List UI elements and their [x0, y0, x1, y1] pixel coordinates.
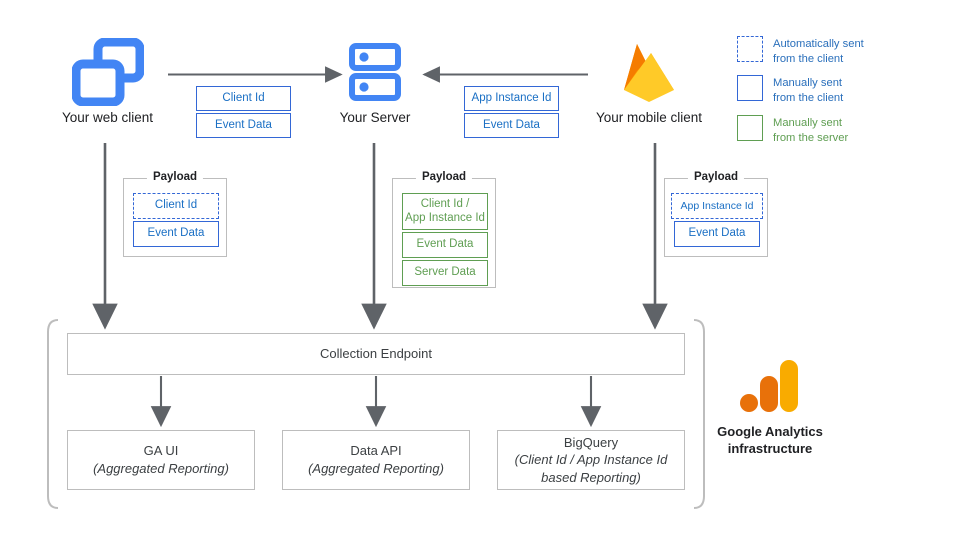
bracket-right [693, 319, 705, 509]
payload-server: Payload Client Id / App Instance Id Even… [392, 171, 496, 288]
output-subtitle: (Aggregated Reporting) [308, 461, 444, 476]
web-client-label: Your web client [61, 110, 154, 125]
ga-caption-line1: Google Analytics [717, 424, 823, 439]
payload-item-event-data: Event Data [402, 232, 488, 258]
output-title: BigQuery [563, 434, 619, 450]
output-box-bigquery: BigQuery (Client Id / App Instance Id ba… [497, 430, 685, 490]
payload-item-server-data: Server Data [402, 260, 488, 286]
collection-endpoint-box: Collection Endpoint [67, 333, 685, 375]
chip-web-event-data: Event Data [196, 113, 291, 138]
legend-item-automatic-client: Automatically sent from the client [737, 36, 864, 67]
legend-label-line1: Automatically sent [773, 38, 864, 50]
legend-item-manual-client: Manually sent from the client [737, 75, 843, 106]
legend-label-line1: Manually sent [773, 117, 843, 129]
payload-item-line2: App Instance Id [405, 211, 485, 224]
chip-web-client-id: Client Id [196, 86, 291, 111]
payload-title: Payload [415, 171, 473, 183]
payload-item-event-data: Event Data [133, 221, 219, 247]
payload-item-client-id: Client Id [133, 193, 219, 219]
google-analytics-logo-icon [740, 360, 798, 412]
legend-label-line2: from the client [773, 52, 844, 65]
bracket-left [47, 319, 59, 509]
output-subtitle: (Aggregated Reporting) [93, 461, 229, 476]
payload-title: Payload [687, 171, 745, 183]
legend-swatch-solid-green [737, 115, 763, 141]
output-subtitle-line1: (Client Id / App Instance Id [514, 452, 668, 468]
ga-caption-line2: infrastructure [727, 440, 813, 456]
legend-label-line2: from the client [773, 91, 844, 104]
firebase-flame-icon [624, 44, 674, 102]
payload-item-line1: Client Id / [420, 198, 470, 211]
collection-endpoint-label: Collection Endpoint [319, 346, 433, 362]
chip-mobile-event-data: Event Data [464, 113, 559, 138]
chip-mobile-app-instance-id: App Instance Id [464, 86, 559, 111]
payload-item-event-data: Event Data [674, 221, 760, 247]
output-subtitle-line2: based Reporting) [541, 469, 641, 485]
output-box-data-api: Data API (Aggregated Reporting) [282, 430, 470, 490]
payload-mobile-client: Payload App Instance Id Event Data [664, 171, 768, 257]
legend-label-line2: from the server [773, 131, 849, 144]
server-racks-icon [349, 43, 401, 101]
web-windows-icon [72, 38, 144, 106]
payload-item-client-or-app-instance-id: Client Id / App Instance Id [402, 193, 488, 230]
mobile-client-label: Your mobile client [595, 110, 703, 125]
legend-label-line1: Manually sent [773, 77, 843, 89]
output-box-ga-ui: GA UI (Aggregated Reporting) [67, 430, 255, 490]
payload-item-app-instance-id: App Instance Id [671, 193, 763, 219]
server-label: Your Server [339, 110, 411, 125]
output-title: GA UI [143, 443, 179, 459]
payload-web-client: Payload Client Id Event Data [123, 171, 227, 257]
legend-item-manual-server: Manually sent from the server [737, 115, 848, 146]
legend-swatch-dashed-blue [737, 36, 763, 62]
payload-title: Payload [146, 171, 204, 183]
output-title: Data API [350, 443, 402, 459]
legend-swatch-solid-blue [737, 75, 763, 101]
ga-infrastructure-caption: Google Analytics infrastructure [690, 424, 850, 458]
